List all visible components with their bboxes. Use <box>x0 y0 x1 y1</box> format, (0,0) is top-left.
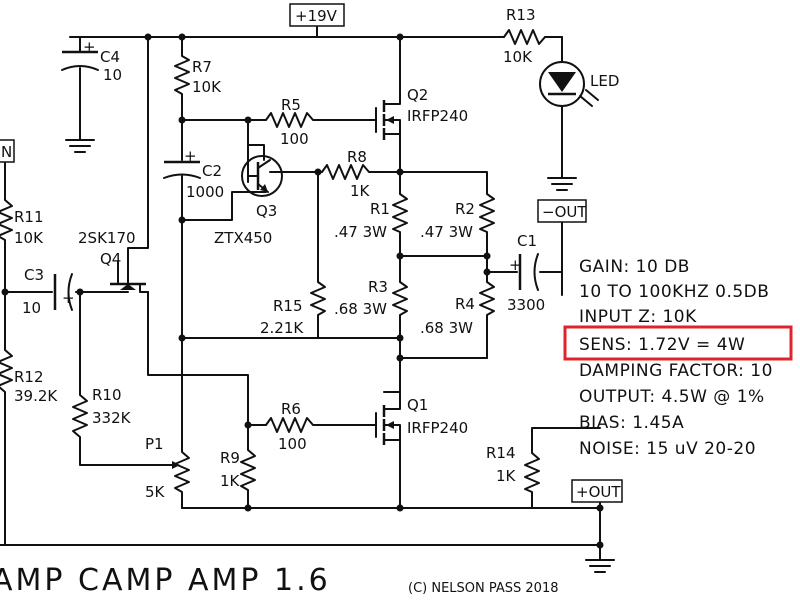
c1-name: C1 <box>517 232 537 250</box>
p1-value: 5K <box>145 483 166 501</box>
r5-symbol <box>261 112 319 128</box>
r7-symbol <box>174 51 190 99</box>
c2-value: 1000 <box>186 183 224 201</box>
r14-symbol <box>524 447 540 496</box>
q2-name: Q2 <box>407 86 428 104</box>
q2-part: IRFP240 <box>407 107 468 125</box>
svg-text:+: + <box>83 38 96 56</box>
spec-list: GAIN: 10 DB 10 TO 100KHZ 0.5DB INPUT Z: … <box>579 257 773 459</box>
r3-name: R3 <box>368 278 388 296</box>
r13-value: 10K <box>503 48 533 66</box>
r3-value: .68 3W <box>334 300 387 318</box>
r12-value: 39.2K <box>14 387 58 405</box>
rail-labels: +19V −OUT +OUT N <box>0 3 623 503</box>
r1-value: .47 3W <box>334 223 387 241</box>
spec-line: BIAS: 1.45A <box>579 413 684 433</box>
r1-name: R1 <box>370 200 390 218</box>
q4-name: Q4 <box>100 250 121 268</box>
r4-symbol <box>479 277 495 319</box>
r10-name: R10 <box>92 386 122 404</box>
r9-value: 1K <box>220 472 241 490</box>
r15-symbol <box>310 277 326 319</box>
led-symbol <box>539 61 599 107</box>
spec-line: INPUT Z: 10K <box>579 307 697 327</box>
spec-line: OUTPUT: 4.5W @ 1% <box>579 387 765 407</box>
r6-symbol <box>261 417 319 433</box>
c1-value: 3300 <box>507 296 545 314</box>
c4-value: 10 <box>103 66 122 84</box>
r8-symbol <box>317 164 383 180</box>
r6-value: 100 <box>278 435 307 453</box>
component-labels: C4 10 R7 10K R5 100 Q2 IRFP240 R13 10K L… <box>14 6 619 501</box>
schematic-title: AMP CAMP AMP 1.6 <box>0 563 331 598</box>
r4-name: R4 <box>455 295 475 313</box>
r9-symbol <box>240 444 256 496</box>
r1-symbol <box>392 189 408 236</box>
r13-symbol <box>499 29 546 45</box>
q4-jfet <box>110 261 149 293</box>
c3-value: 10 <box>22 299 41 317</box>
highlight-box <box>563 325 793 361</box>
r10-symbol <box>72 389 88 443</box>
r13-name: R13 <box>506 6 536 24</box>
r2-value: .47 3W <box>420 223 473 241</box>
q3-part: ZTX450 <box>214 229 272 247</box>
r5-value: 100 <box>280 130 309 148</box>
ground-symbols <box>65 139 615 573</box>
r2-name: R2 <box>455 200 475 218</box>
p1-symbol <box>174 447 190 496</box>
r8-name: R8 <box>347 148 367 166</box>
spec-line: 10 TO 100KHZ 0.5DB <box>579 282 769 302</box>
resistors <box>0 29 546 496</box>
r15-name: R15 <box>273 297 303 315</box>
wiring <box>0 19 601 561</box>
r4-value: .68 3W <box>420 319 473 337</box>
r12-name: R12 <box>14 368 44 386</box>
q3-bjt <box>241 155 283 197</box>
c4-name: C4 <box>100 48 120 66</box>
r10-value: 332K <box>92 409 132 427</box>
p1-name: P1 <box>145 435 164 453</box>
r7-value: 10K <box>192 78 222 96</box>
r11-value: 10K <box>14 229 44 247</box>
r9-name: R9 <box>220 449 240 467</box>
r7-name: R7 <box>192 58 212 76</box>
r2-symbol <box>479 189 495 236</box>
spec-line: GAIN: 10 DB <box>579 257 690 277</box>
r5-name: R5 <box>281 96 301 114</box>
spec-line: NOISE: 15 uV 20-20 <box>579 439 756 459</box>
input-label: N <box>1 143 12 161</box>
q1-mosfet <box>375 391 401 445</box>
spec-line: DAMPING FACTOR: 10 <box>579 361 773 381</box>
r8-value: 1K <box>350 182 371 200</box>
q1-part: IRFP240 <box>407 419 468 437</box>
copyright-notice: (C) NELSON PASS 2018 <box>408 581 559 596</box>
svg-text:+: + <box>62 289 75 307</box>
svg-text:+: + <box>184 147 197 165</box>
c3-name: C3 <box>24 266 44 284</box>
r12-symbol <box>0 344 13 399</box>
q3-name: Q3 <box>256 202 277 220</box>
svg-text:+: + <box>509 256 522 274</box>
r6-name: R6 <box>281 400 301 418</box>
q1-name: Q1 <box>407 396 428 414</box>
r14-name: R14 <box>486 444 516 462</box>
q2-mosfet <box>375 99 401 140</box>
supply-rail-label: +19V <box>295 7 338 25</box>
q4-part: 2SK170 <box>78 229 136 247</box>
neg-out-label: −OUT <box>542 203 587 221</box>
r15-value: 2.21K <box>260 319 304 337</box>
capacitors: + + + + <box>53 38 539 311</box>
r11-symbol <box>0 194 13 246</box>
led-name: LED <box>590 72 619 90</box>
spec-line-highlighted: SENS: 1.72V = 4W <box>579 335 745 355</box>
r14-value: 1K <box>496 467 517 485</box>
r3-symbol <box>392 277 408 319</box>
pos-out-label: +OUT <box>576 483 621 501</box>
c2-name: C2 <box>202 162 222 180</box>
r11-name: R11 <box>14 208 44 226</box>
